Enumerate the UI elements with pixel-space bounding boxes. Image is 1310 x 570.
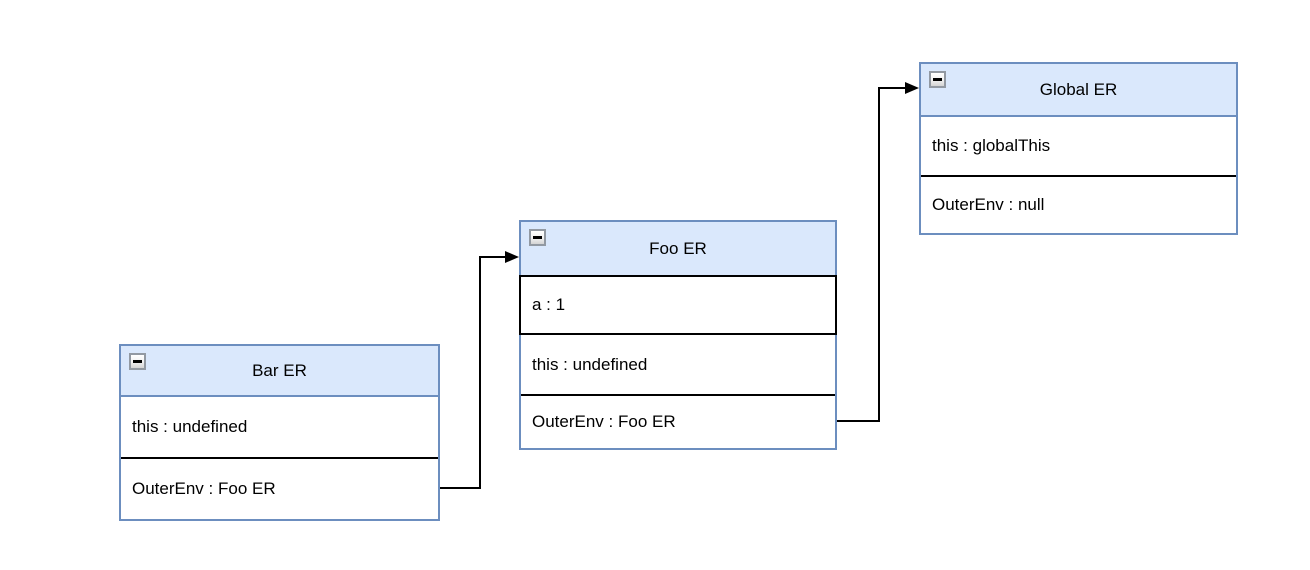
- table-row: this : undefined: [521, 335, 835, 394]
- er-table-title: Bar ER: [252, 360, 307, 380]
- connector-bar-to-foo: [440, 251, 519, 489]
- er-table-title: Foo ER: [649, 238, 707, 258]
- table-row: OuterEnv : Foo ER: [521, 394, 835, 448]
- er-table-header: Bar ER: [121, 346, 438, 397]
- row-label: OuterEnv : Foo ER: [132, 479, 276, 498]
- row-label: this : undefined: [132, 417, 248, 436]
- arrowhead-icon: [505, 251, 519, 263]
- er-table-header: Foo ER: [521, 222, 835, 275]
- arrowhead-icon: [905, 82, 919, 94]
- minus-icon: [133, 360, 142, 363]
- connector-foo-to-global: [837, 82, 919, 422]
- row-label: OuterEnv : null: [932, 195, 1045, 214]
- er-table-title: Global ER: [1039, 79, 1118, 99]
- table-row: this : undefined: [121, 397, 438, 457]
- collapse-minus-button[interactable]: [929, 71, 946, 88]
- er-table-global: Global ER this : globalThis OuterEnv : n…: [919, 62, 1238, 235]
- table-row: OuterEnv : null: [921, 175, 1236, 233]
- minus-icon: [533, 236, 542, 239]
- er-table-foo: Foo ER a : 1 this : undefined OuterEnv :…: [519, 220, 837, 450]
- row-label: OuterEnv : Foo ER: [532, 412, 676, 431]
- table-row: this : globalThis: [921, 117, 1236, 175]
- table-row: a : 1: [519, 275, 837, 335]
- collapse-minus-button[interactable]: [529, 229, 546, 246]
- minus-icon: [933, 78, 942, 81]
- row-label: a : 1: [532, 295, 566, 314]
- row-label: this : undefined: [532, 354, 648, 374]
- table-row: OuterEnv : Foo ER: [121, 457, 438, 519]
- er-table-bar: Bar ER this : undefined OuterEnv : Foo E…: [119, 344, 440, 521]
- er-table-header: Global ER: [921, 64, 1236, 117]
- collapse-minus-button[interactable]: [129, 353, 146, 370]
- row-label: this : globalThis: [932, 136, 1051, 155]
